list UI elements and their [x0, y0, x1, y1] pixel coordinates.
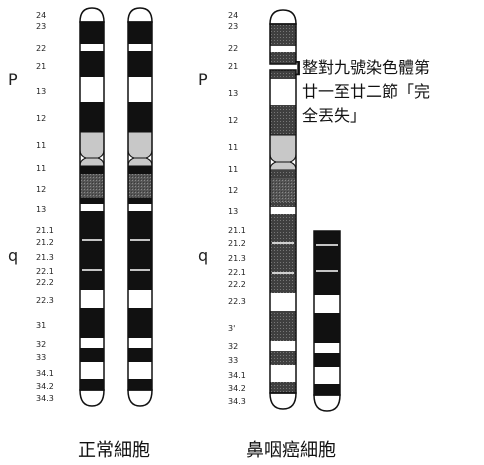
band-label: 22.3	[36, 296, 54, 305]
band-label: 22.1	[36, 267, 54, 276]
normal-cell-caption: 正常細胞	[78, 440, 150, 461]
band-label: 13	[228, 89, 239, 98]
band-label: 33	[228, 356, 239, 365]
band-label: 11	[228, 165, 239, 174]
band-label: 12	[228, 186, 239, 195]
band-label: 22.2	[228, 280, 246, 289]
normal-chromosome-2	[127, 7, 153, 407]
p-arm-label: P	[8, 70, 18, 89]
band-label: 23	[228, 22, 239, 31]
p-arm-label: P	[198, 70, 208, 89]
band-label: 32	[228, 342, 239, 351]
npc-cell-caption: 鼻咽癌細胞	[246, 440, 336, 461]
deletion-annotation: ] 整對九號染色體第 廿一至廿二節「完 全丟失」	[294, 56, 482, 128]
band-label: 21	[228, 62, 239, 71]
deletion-bracket: ]	[294, 58, 302, 77]
band-label: 22.2	[36, 278, 54, 287]
band-label: 31	[36, 321, 47, 330]
band-label: 11	[36, 164, 47, 173]
band-label: 34.2	[36, 382, 54, 391]
annotation-line: ] 整對九號染色體第	[294, 56, 482, 80]
band-label: 21	[36, 62, 47, 71]
band-label: 12	[36, 185, 47, 194]
annotation-line: 全丟失」	[302, 104, 482, 128]
band-label: 23	[36, 22, 47, 31]
band-label: 3'	[228, 324, 236, 333]
annotation-text: 整對九號染色體第	[302, 58, 431, 77]
annotation-text: 全丟失」	[302, 106, 367, 125]
band-label: 22.1	[228, 268, 246, 277]
band-label: 11	[36, 141, 47, 150]
band-label: 34.1	[228, 371, 246, 380]
band-label: 21.3	[36, 253, 54, 262]
band-label: 21.1	[36, 226, 54, 235]
band-label: 33	[36, 353, 47, 362]
band-label: 13	[36, 205, 47, 214]
band-label: 24	[228, 11, 239, 20]
band-label: 12	[228, 116, 239, 125]
annotation-text: 廿一至廿二節「完	[302, 82, 431, 101]
band-label: 32	[36, 340, 47, 349]
band-label: 21.2	[228, 239, 246, 248]
band-label: 34.2	[228, 384, 246, 393]
band-label: 24	[36, 11, 47, 20]
band-label: 11	[228, 143, 239, 152]
npc-chromosome-main	[269, 69, 297, 410]
band-label: 12	[36, 114, 47, 123]
band-label: 22	[228, 44, 239, 53]
q-arm-label: q	[198, 246, 209, 265]
band-label: 34.3	[228, 397, 246, 406]
npc-chromosome-p-fragment	[269, 9, 297, 65]
band-label: 21.2	[36, 238, 54, 247]
normal-chromosome-1	[79, 7, 105, 407]
band-label: 34.1	[36, 369, 54, 378]
band-label: 21.3	[228, 254, 246, 263]
band-label: 13	[36, 87, 47, 96]
band-label: 22	[36, 44, 47, 53]
band-label: 13	[228, 207, 239, 216]
npc-translocated-segment	[313, 230, 341, 412]
annotation-line: 廿一至廿二節「完	[302, 80, 482, 104]
q-arm-label: q	[8, 246, 19, 265]
band-label: 34.3	[36, 394, 54, 403]
band-label: 22.3	[228, 297, 246, 306]
band-label: 21.1	[228, 226, 246, 235]
